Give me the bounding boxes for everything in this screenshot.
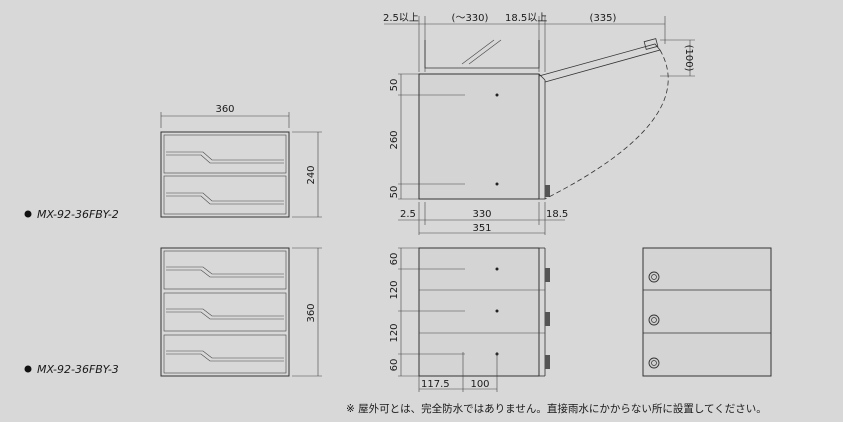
dim-b351: 351 — [472, 223, 491, 234]
dim-d100: 100 — [470, 379, 489, 390]
dim-top-right: 18.5以上 — [505, 12, 547, 24]
dim-v260: 260 — [389, 130, 400, 149]
caution-note: ※ 屋外可とは、完全防水ではありません。直接雨水にかからない所に設置してください… — [346, 402, 767, 415]
dim-b330: 330 — [472, 209, 491, 220]
dim-s120-b: 120 — [389, 323, 400, 342]
dim-v50-bottom: 50 — [389, 186, 400, 199]
front-view-2-unit: 360 240 MX-92-36FBY-2 — [24, 104, 322, 221]
dim-top-mid: (～330) — [452, 13, 489, 24]
bullet-icon — [24, 210, 32, 218]
front-view-3-unit: 360 MX-92-36FBY-3 — [24, 247, 322, 377]
dim-b25: 2.5 — [400, 209, 416, 220]
dim-b185: 18.5 — [546, 209, 568, 220]
dim-s60-top: 60 — [389, 253, 400, 266]
side-view-3-unit: 60 120 120 60 117.5 100 — [389, 247, 550, 392]
dim-top-open: (335) — [590, 13, 617, 24]
dim-height-240: 240 — [306, 165, 317, 184]
bullet-icon — [24, 365, 32, 373]
dim-open-height: (100) — [683, 45, 694, 72]
dim-s120-a: 120 — [389, 280, 400, 299]
dim-top-left: 2.5以上 — [383, 12, 419, 24]
lock-icon — [648, 357, 660, 369]
dim-height-360: 360 — [306, 303, 317, 322]
side-view-open: 2.5以上 (～330) 18.5以上 (335) (100) 50 260 5… — [383, 12, 695, 235]
dim-v50-top: 50 — [389, 79, 400, 92]
dim-d1175: 117.5 — [421, 379, 450, 390]
lock-icon — [648, 271, 660, 283]
lock-icon — [648, 314, 660, 326]
door-view-3-unit — [642, 247, 772, 377]
model-label-2-unit: MX-92-36FBY-2 — [37, 208, 119, 221]
dim-s60-bottom: 60 — [389, 359, 400, 372]
model-label-3-unit: MX-92-36FBY-3 — [37, 363, 119, 376]
dim-width-360-top: 360 — [215, 104, 234, 115]
